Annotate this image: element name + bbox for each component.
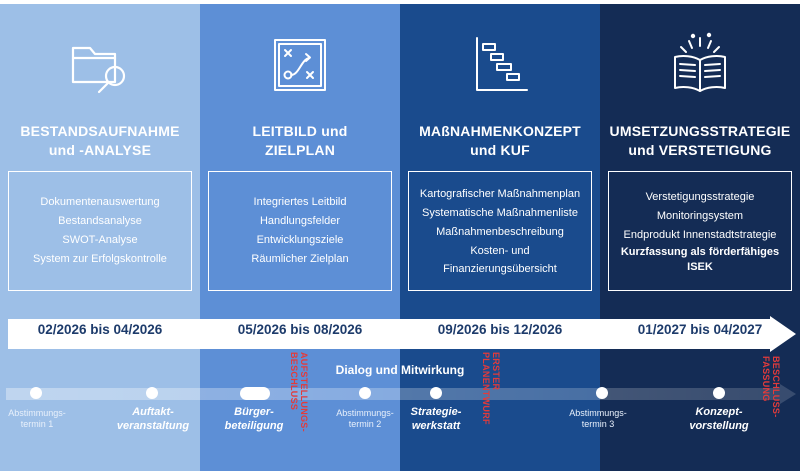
milestone-label: AUFSTELLUNGS- BESCHLUSS	[289, 352, 309, 432]
milestone-label: ERSTER PLANENTWURF	[481, 352, 501, 425]
milestone-label-line: BESCHLUSS-	[771, 356, 781, 418]
phase-title: MAßNAHMENKONZEPT und KUF	[400, 122, 600, 160]
event-label: Auftakt- veranstaltung	[98, 405, 208, 433]
task-item: Systematische Maßnahmenliste	[422, 206, 578, 219]
event-label-line: Bürger-	[234, 406, 274, 418]
phase-title-line1: BESTANDSAUFNAHME	[20, 123, 180, 139]
event-marker	[240, 387, 270, 400]
event-label: Strategie- werkstatt	[381, 405, 491, 433]
milestone-label-line: ERSTER	[491, 352, 501, 391]
strategy-board-icon	[265, 30, 335, 100]
top-edge	[0, 0, 800, 4]
event-label-line: Abstimmungs-	[569, 408, 627, 418]
task-item: System zur Erfolgskontrolle	[33, 253, 167, 265]
phase-period: 05/2026 bis 08/2026	[237, 322, 363, 337]
event-label-line: werkstatt	[411, 420, 461, 432]
event-label: Konzept- vorstellung	[664, 405, 774, 433]
task-item: Kartografischer Maßnahmenplan	[419, 187, 581, 200]
event-label-line: Abstimmungs-	[336, 408, 394, 418]
event-label: Abstimmungs- termin 2	[310, 408, 420, 430]
milestone-label-line: BESCHLUSS	[289, 352, 299, 411]
event-label-line: Konzept-	[695, 406, 743, 418]
task-item: Integriertes Leitbild	[253, 196, 347, 208]
gantt-chart-icon	[465, 30, 535, 100]
phase-period: 09/2026 bis 12/2026	[437, 322, 563, 337]
task-item: SWOT-Analyse	[62, 234, 138, 246]
task-item: Finanzierungsübersicht	[443, 262, 557, 275]
event-label-line: Strategie-	[410, 406, 462, 418]
task-item: Bestandsanalyse	[58, 215, 142, 227]
task-item: Kurzfassung als förderfähiges	[620, 245, 780, 258]
event-marker	[430, 387, 442, 399]
task-item: Dokumentenauswertung	[40, 196, 160, 208]
phase-title: LEITBILD und ZIELPLAN	[200, 122, 400, 160]
folder-search-icon	[65, 30, 135, 100]
task-item: Verstetigungsstrategie	[645, 190, 755, 203]
task-item: Monitoringsystem	[656, 209, 744, 222]
event-label-line: termin 1	[20, 419, 54, 429]
task-item: ISEK	[687, 260, 713, 273]
task-item: Endprodukt Innenstadtstrategie	[623, 228, 777, 241]
event-marker	[359, 387, 371, 399]
phase-period: 02/2026 bis 04/2026	[37, 322, 163, 337]
timeline-arrow	[0, 316, 800, 352]
event-label-line: termin 3	[581, 419, 615, 429]
open-book-icon	[665, 30, 735, 100]
task-item: Entwicklungsziele	[256, 234, 344, 246]
phase-title-line2: und KUF	[470, 142, 530, 158]
phase-title-line1: LEITBILD und	[252, 123, 348, 139]
event-marker	[146, 387, 158, 399]
phase-title-line2: ZIELPLAN	[264, 142, 336, 158]
dialog-label: Dialog und Mitwirkung	[335, 363, 465, 377]
event-label-line: beteiligung	[224, 420, 284, 432]
event-label-line: Abstimmungs-	[8, 408, 66, 418]
event-marker	[596, 387, 608, 399]
event-label-line: vorstellung	[689, 420, 749, 432]
event-label: Abstimmungs- termin 1	[0, 408, 92, 430]
event-label-line: termin 2	[348, 419, 382, 429]
event-label: Abstimmungs- termin 3	[543, 408, 653, 430]
task-item: Räumlicher Zielplan	[251, 253, 349, 265]
phase-tasks-box: Verstetigungsstrategie Monitoringsystem …	[608, 171, 792, 291]
event-label-line: veranstaltung	[116, 420, 190, 432]
milestone-label-line: AUFSTELLUNGS-	[299, 352, 309, 432]
milestone-label-line: FASSUNG	[761, 356, 771, 402]
milestone-label: BESCHLUSS- FASSUNG	[761, 356, 781, 418]
phase-title: BESTANDSAUFNAHME und -ANALYSE	[0, 122, 200, 160]
event-marker	[30, 387, 42, 399]
phase-title-line1: MAßNAHMENKONZEPT	[419, 123, 581, 139]
participation-arrow	[0, 383, 800, 407]
event-label: Bürger- beteiligung	[199, 405, 309, 433]
phase-title-line1: UMSETZUNGSSTRATEGIE	[609, 123, 791, 139]
phase-tasks-box: Kartografischer Maßnahmenplan Systematis…	[408, 171, 592, 291]
task-item: Kosten- und	[470, 244, 530, 257]
event-marker	[713, 387, 725, 399]
milestone-label-line: PLANENTWURF	[481, 352, 491, 425]
phase-title: UMSETZUNGSSTRATEGIE und VERSTETIGUNG	[600, 122, 800, 160]
task-item: Handlungsfelder	[259, 215, 341, 227]
task-item: Maßnahmenbeschreibung	[436, 225, 564, 238]
phase-period: 01/2027 bis 04/2027	[637, 322, 763, 337]
phase-tasks-box: Dokumentenauswertung Bestandsanalyse SWO…	[8, 171, 192, 291]
phase-tasks-box: Integriertes Leitbild Handlungsfelder En…	[208, 171, 392, 291]
phase-title-line2: und -ANALYSE	[48, 142, 152, 158]
event-label-line: Auftakt-	[132, 406, 174, 418]
phase-title-line2: und VERSTETIGUNG	[628, 142, 772, 158]
